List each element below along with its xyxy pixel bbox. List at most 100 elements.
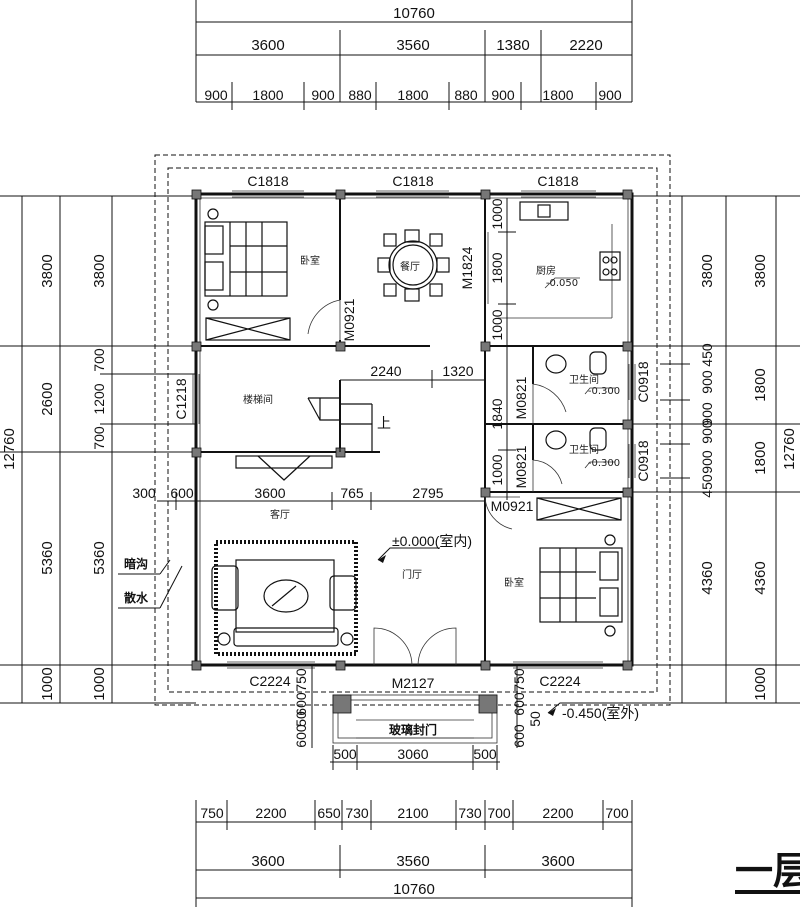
hall-dim: 600 bbox=[170, 485, 194, 501]
right-total-dim: 12760 bbox=[781, 428, 798, 470]
doors: M0921 M1824 M0821 M0821 M0921 M2127 bbox=[307, 232, 567, 691]
door-label: M0921 bbox=[341, 298, 357, 341]
ditch-label: 暗沟 bbox=[124, 556, 148, 571]
bottom-sub-dim: 2200 bbox=[255, 805, 286, 821]
stair-dim: 1320 bbox=[442, 363, 473, 379]
porch-dim: 600 bbox=[511, 724, 527, 748]
bottom-sub-dim: 700 bbox=[487, 805, 511, 821]
window-label: C2224 bbox=[539, 673, 580, 689]
porch-dim: 50 bbox=[527, 711, 543, 727]
right-inner-dim: 3800 bbox=[699, 254, 716, 287]
right-dim: 1800 bbox=[752, 441, 769, 474]
room-label-living: 客厅 bbox=[270, 508, 290, 521]
bottom-dim: 3600 bbox=[251, 853, 284, 870]
bottom-dim: 3600 bbox=[541, 853, 574, 870]
apron-label: 散水 bbox=[124, 590, 149, 605]
drawing-title: 一层 bbox=[735, 849, 800, 894]
right-dim: 1000 bbox=[752, 667, 769, 700]
bath-2-level: -0.300 bbox=[588, 458, 620, 469]
door-label: M0821 bbox=[513, 376, 529, 419]
bottom-sub-dim: 730 bbox=[458, 805, 482, 821]
room-label-kitchen: 厨房 bbox=[536, 264, 556, 277]
left-inner-dim: 1000 bbox=[91, 667, 108, 700]
room-label-bedroom-1: 卧室 bbox=[300, 254, 320, 267]
top-sub-dim: 1800 bbox=[397, 87, 428, 103]
columns bbox=[191, 189, 633, 671]
left-dimensions: 12760 3800 2600 5360 1000 3800 700 1200 … bbox=[0, 195, 196, 704]
top-dim-3600: 3600 bbox=[251, 37, 284, 54]
top-dimensions: 10760 3600 3560 1380 2220 900 1800 900 8… bbox=[195, 0, 633, 110]
left-total-dim: 12760 bbox=[1, 428, 18, 470]
left-inner-dim: 3800 bbox=[91, 254, 108, 287]
left-inner-dim: 5360 bbox=[91, 541, 108, 574]
porch-dim: 50 bbox=[293, 711, 309, 727]
kitchen-dim: 1000 bbox=[489, 198, 505, 229]
top-sub-dim: 880 bbox=[348, 87, 372, 103]
top-sub-dim: 1800 bbox=[542, 87, 573, 103]
stair-dim: 2240 bbox=[370, 363, 401, 379]
bottom-sub-dim: 730 bbox=[345, 805, 369, 821]
kitchen-dim: 1000 bbox=[489, 309, 505, 340]
right-dim: 4360 bbox=[752, 561, 769, 594]
exterior-walls bbox=[194, 192, 634, 667]
top-sub-dim: 900 bbox=[598, 87, 622, 103]
porch: 玻璃封门 500 3060 500 750 600 50 600 750 600… bbox=[293, 665, 640, 770]
exterior-level: -0.450(室外) bbox=[562, 705, 639, 721]
right-inner-dim: 900 bbox=[699, 450, 715, 474]
room-labels: 卧室 餐厅 厨房 -0.050 楼梯间 上 卫生间 -0.300 卫生间 -0.… bbox=[243, 254, 620, 589]
bottom-sub-dim: 750 bbox=[200, 805, 224, 821]
right-inner-dim: 450 bbox=[699, 343, 715, 367]
room-label-bath-2: 卫生间 bbox=[569, 443, 599, 456]
right-inner-dim: 900 bbox=[699, 420, 715, 444]
porch-dim: 600 bbox=[293, 724, 309, 748]
hall-dim: 3600 bbox=[254, 485, 285, 501]
porch-label: 玻璃封门 bbox=[389, 722, 437, 737]
left-dim: 2600 bbox=[39, 382, 56, 415]
porch-dim: 600 bbox=[293, 692, 309, 716]
right-inner-dim: 450 bbox=[699, 474, 715, 498]
window-label: C0918 bbox=[635, 361, 651, 402]
door-label: M0821 bbox=[513, 445, 529, 488]
kitchen-dim: 1840 bbox=[489, 398, 505, 429]
right-inner-dim: 4360 bbox=[699, 561, 716, 594]
apron-outline bbox=[154, 154, 671, 706]
top-sub-dim: 900 bbox=[491, 87, 515, 103]
left-dim: 5360 bbox=[39, 541, 56, 574]
left-dim: 3800 bbox=[39, 254, 56, 287]
bottom-dim: 3560 bbox=[396, 853, 429, 870]
interior-dimensions: 2240 1320 300 600 3600 765 2795 1000 180… bbox=[132, 198, 516, 510]
top-dim-2220: 2220 bbox=[569, 37, 602, 54]
bottom-sub-dim: 700 bbox=[605, 805, 629, 821]
left-inner-dim: 1200 bbox=[91, 383, 107, 414]
drawing-title-text: 一层 bbox=[735, 849, 800, 893]
right-inner-dim: 900 bbox=[699, 370, 715, 394]
kitchen-dim: 1000 bbox=[489, 454, 505, 485]
room-label-dining: 餐厅 bbox=[400, 260, 420, 273]
window-label: C1218 bbox=[173, 378, 189, 419]
stair-up-label: 上 bbox=[377, 415, 391, 431]
top-sub-dim: 900 bbox=[311, 87, 335, 103]
bottom-sub-dim: 2200 bbox=[542, 805, 573, 821]
porch-dim: 500 bbox=[333, 746, 357, 762]
windows: C1818 C1818 C1818 C1218 C0918 C0918 C222… bbox=[173, 173, 651, 689]
furniture bbox=[204, 201, 623, 656]
window-label: C0918 bbox=[635, 440, 651, 481]
bottom-sub-dim: 650 bbox=[317, 805, 341, 821]
left-inner-dim: 700 bbox=[91, 348, 107, 372]
left-inner-dim: 700 bbox=[91, 426, 107, 450]
interior-level: ±0.000(室内) bbox=[392, 533, 472, 549]
window-label: C1818 bbox=[537, 173, 578, 189]
kitchen-level: -0.050 bbox=[546, 278, 578, 289]
left-dim: 1000 bbox=[39, 667, 56, 700]
porch-dim: 750 bbox=[293, 668, 309, 692]
room-label-bath-1: 卫生间 bbox=[569, 373, 599, 386]
right-dimensions: 3800 450 900 900 900 900 450 4360 3800 1… bbox=[632, 195, 800, 704]
door-label: M0921 bbox=[491, 498, 534, 514]
top-sub-dim: 880 bbox=[454, 87, 478, 103]
bottom-dimensions: 750 2200 650 730 2100 730 700 2200 700 3… bbox=[195, 800, 633, 907]
right-dim: 1800 bbox=[752, 368, 769, 401]
room-label-foyer: 门厅 bbox=[402, 568, 422, 581]
door-label: M2127 bbox=[392, 675, 435, 691]
annotations: ±0.000(室内) 暗沟 散水 bbox=[118, 533, 472, 609]
top-sub-dim: 1800 bbox=[252, 87, 283, 103]
